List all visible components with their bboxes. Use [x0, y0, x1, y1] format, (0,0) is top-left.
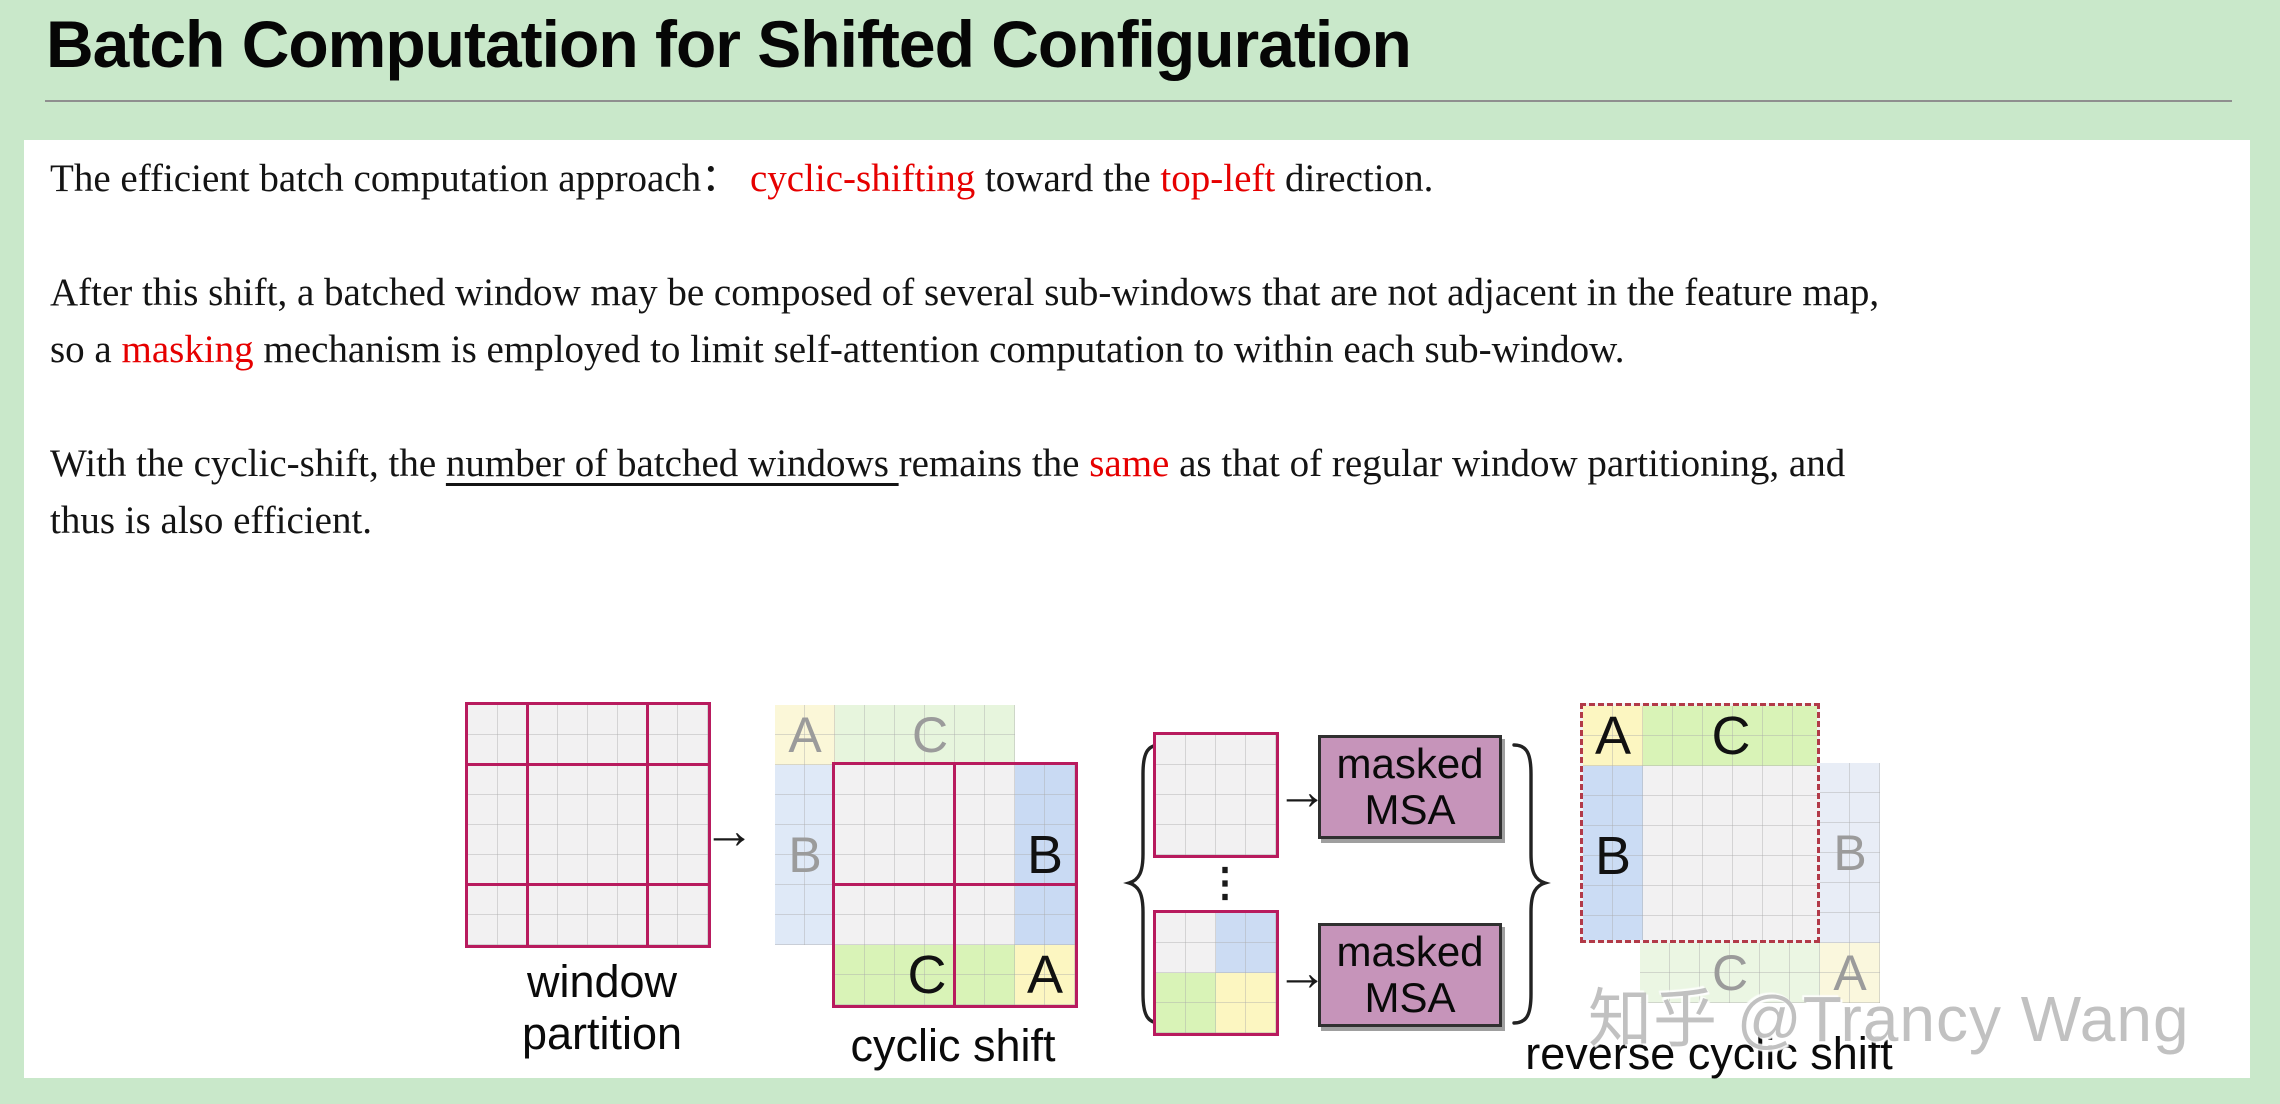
text-run: With the cyclic-shift, the: [50, 442, 446, 485]
paragraph-1: The efficient batch computation approach…: [50, 150, 2240, 207]
masked-msa-box-1: masked MSA: [1318, 735, 1502, 839]
reverse-cyclic-shift-label: reverse cyclic shift: [1525, 1028, 1893, 1079]
right-arrow-icon: →: [703, 802, 755, 860]
ghost-region-a: [1820, 943, 1880, 1003]
window-partition-label: window partition: [521, 956, 683, 1059]
region-b: [1216, 913, 1276, 973]
vertical-ellipsis: ⋮: [1205, 861, 1245, 905]
region-b: [1583, 766, 1643, 940]
text-run-red: cyclic-shifting: [749, 157, 976, 200]
region-c: [1156, 973, 1216, 1033]
title-divider: [45, 100, 2232, 102]
batched-window-grid-2: [1156, 913, 1276, 1033]
body-text: The efficient batch computation approach…: [50, 150, 2240, 549]
masked-msa-box-2: masked MSA: [1318, 923, 1502, 1027]
letter-c: C: [907, 945, 947, 1005]
watermark: 知乎 @Trancy Wang: [1588, 983, 2190, 1055]
right-curly-brace: [1512, 743, 1551, 1025]
paragraph-2: After this shift, a batched window may b…: [50, 264, 2240, 378]
ghost-letter-a: A: [1833, 945, 1867, 1001]
text-run-red: same: [1089, 442, 1170, 485]
region-b: [1015, 765, 1075, 945]
reverse-cyclic-shift-grid: A C B: [1580, 703, 1820, 943]
ghost-letter-b: B: [1833, 825, 1867, 881]
ghost-region-a: [775, 705, 835, 765]
letter-c: C: [1711, 706, 1751, 766]
region-a: [1583, 706, 1643, 766]
text-run: toward the: [975, 157, 1161, 200]
region-c: [1643, 706, 1817, 766]
partition-line: [646, 705, 649, 945]
text-run-underlined: number of batched windows: [445, 442, 899, 485]
region-c: [835, 945, 1015, 1005]
text-run: as that of regular window partitioning, …: [1169, 442, 1846, 485]
letter-b: B: [1594, 826, 1632, 886]
cyclic-shift-grid: B C A: [835, 765, 1075, 1005]
text-run-red: top-left: [1160, 157, 1276, 200]
masked-msa-line1: masked: [1336, 928, 1484, 975]
letter-a: A: [1026, 945, 1064, 1005]
ghost-letter-c: C: [1711, 945, 1749, 1001]
window-partition-grid: [468, 705, 708, 945]
text-run: direction.: [1275, 157, 1434, 200]
letter-b: B: [1026, 825, 1064, 885]
letter-a: A: [1594, 706, 1632, 766]
grid-cells: [1156, 735, 1276, 855]
ghost-letter-a: A: [788, 707, 822, 763]
ghost-letter-b: B: [788, 827, 822, 883]
text-run: thus is also efficient.: [50, 499, 373, 542]
partition-line: [526, 705, 529, 945]
cyclic-shift-label: cyclic shift: [850, 1020, 1056, 1071]
text-run: so a: [50, 328, 122, 371]
ghost-region-c: [835, 705, 1015, 765]
left-curly-brace: [1123, 743, 1162, 1025]
text-run: The efficient batch computation approach…: [50, 157, 750, 200]
region-a: [1216, 973, 1276, 1033]
partition-line: [835, 883, 1075, 886]
text-run: mechanism is employed to limit self-atte…: [253, 328, 1625, 371]
page-title: Batch Computation for Shifted Configurat…: [46, 7, 1412, 81]
masked-msa-line2: MSA: [1364, 974, 1456, 1021]
ghost-region-b: [775, 765, 835, 945]
masked-msa-line1: masked: [1336, 740, 1484, 787]
ghost-region-c: [1640, 943, 1820, 1003]
region-a: [1015, 945, 1075, 1005]
ghost-letter-c: C: [911, 707, 949, 763]
grid-cells: [468, 705, 708, 945]
ghost-region-b: [1820, 763, 1880, 943]
paragraph-3: With the cyclic-shift, the number of bat…: [50, 435, 2240, 549]
text-run: remains the: [898, 442, 1090, 485]
masked-msa-line2: MSA: [1364, 786, 1456, 833]
text-run: After this shift, a batched window may b…: [50, 271, 1880, 314]
partition-line: [468, 763, 708, 766]
text-run-red: masking: [121, 328, 254, 371]
batched-window-grid-1: [1156, 735, 1276, 855]
partition-line: [468, 883, 708, 886]
